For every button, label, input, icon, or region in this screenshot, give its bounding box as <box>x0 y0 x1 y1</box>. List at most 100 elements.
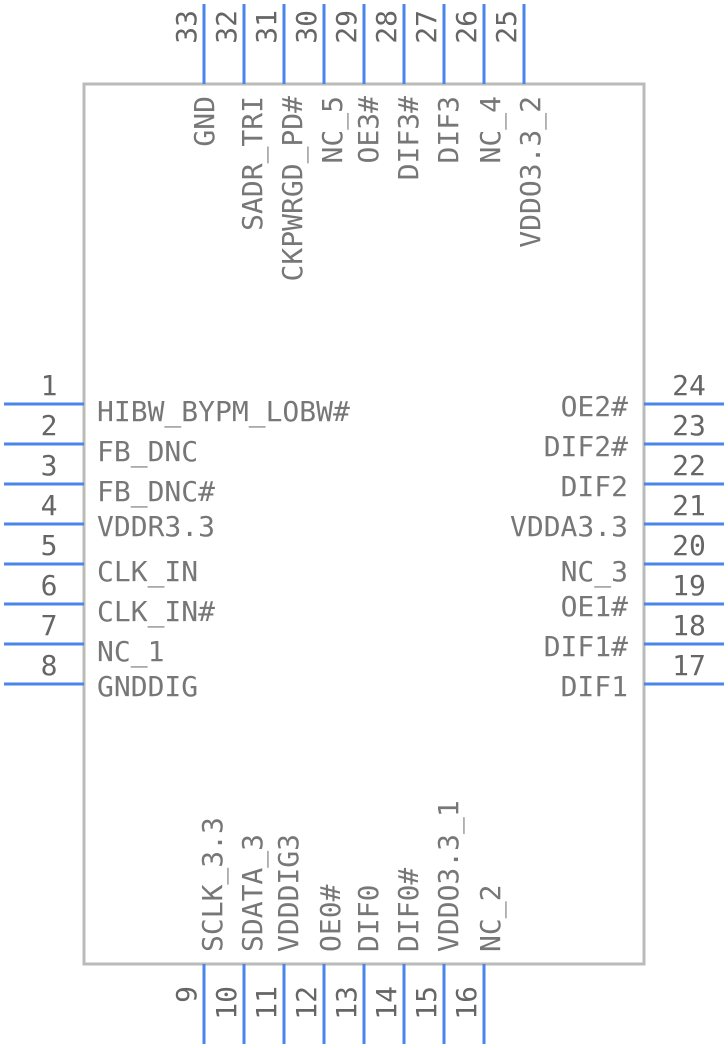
pin-6-number: 6 <box>41 569 58 602</box>
pin-29-number: 29 <box>330 10 363 44</box>
pin-4-number: 4 <box>41 489 58 522</box>
pin-33: 33 GND <box>170 4 221 147</box>
pin-32: 32 SADR_TRI <box>210 4 270 231</box>
pin-6-name: CLK_IN# <box>97 595 215 629</box>
pin-23-name: DIF2# <box>544 430 628 463</box>
pin-21-number: 21 <box>672 489 706 522</box>
pin-27-number: 27 <box>410 10 443 44</box>
pin-18: 18 DIF1# <box>544 609 724 663</box>
pin-30-name: NC_5 <box>316 96 350 163</box>
pin-5: 5 CLK_IN <box>4 529 198 589</box>
pin-8: 8 GNDDIG <box>4 649 198 703</box>
pin-28-name: DIF3# <box>392 96 425 180</box>
pin-28-number: 28 <box>370 10 403 44</box>
pin-32-number: 32 <box>210 10 243 44</box>
pin-21-name: VDDA3.3 <box>510 510 628 543</box>
pin-9: 9 SCLK_3.3 <box>170 817 230 1044</box>
pin-2-name: FB_DNC <box>97 435 198 469</box>
pin-7-number: 7 <box>41 609 58 642</box>
pin-26-number: 26 <box>450 10 483 44</box>
pin-5-number: 5 <box>41 529 58 562</box>
pin-31-number: 31 <box>250 10 283 44</box>
bottom-pins: 9 SCLK_3.3 10 SDATA_3 11 VDDDIG3 12 OE0#… <box>170 800 508 1044</box>
pin-11-name: VDDDIG3 <box>272 834 305 952</box>
pin-1: 1 HIBW_BYPM_LOBW# <box>4 369 350 429</box>
pin-1-name: HIBW_BYPM_LOBW# <box>97 395 350 429</box>
pin-29: 29 OE3# <box>330 4 385 163</box>
pin-31: 31 CKPWRGD_PD# <box>250 4 310 281</box>
pin-30-number: 30 <box>290 10 323 44</box>
pin-27: 27 DIF3 <box>410 4 465 163</box>
pin-6: 6 CLK_IN# <box>4 569 215 629</box>
pin-13-name: DIF0 <box>352 885 385 952</box>
pin-25-name: VDDO3.3_2 <box>514 96 548 248</box>
pin-14-name: DIF0# <box>392 868 425 952</box>
pin-28: 28 DIF3# <box>370 4 425 180</box>
pin-31-name: CKPWRGD_PD# <box>276 96 310 282</box>
top-pins: 33 GND 32 SADR_TRI 31 CKPWRGD_PD# 30 NC_… <box>170 4 548 281</box>
pin-22-number: 22 <box>672 449 706 482</box>
pin-7-name: NC_1 <box>97 635 164 669</box>
pin-2: 2 FB_DNC <box>4 409 198 469</box>
pin-22-name: DIF2 <box>561 470 628 503</box>
pin-11-number: 11 <box>250 986 283 1020</box>
pin-21: 21 VDDA3.3 <box>510 489 724 543</box>
pin-1-number: 1 <box>41 369 58 402</box>
pin-3-name: FB_DNC# <box>97 475 215 509</box>
pin-17-name: DIF1 <box>561 670 628 703</box>
pin-10-name: SDATA_3 <box>236 834 270 952</box>
pin-9-name: SCLK_3.3 <box>196 817 230 952</box>
pin-23-number: 23 <box>672 409 706 442</box>
pin-23: 23 DIF2# <box>544 409 724 463</box>
pin-19-name: OE1# <box>561 590 629 623</box>
pin-25: 25 VDDO3.3_2 <box>490 4 548 248</box>
pin-3-number: 3 <box>41 449 58 482</box>
pin-27-name: DIF3 <box>432 96 465 163</box>
pin-15: 15 VDDO3.3_1 <box>410 800 466 1044</box>
pin-12-number: 12 <box>290 986 323 1020</box>
pin-20-number: 20 <box>672 529 706 562</box>
pin-18-name: DIF1# <box>544 630 628 663</box>
right-pins: 24 OE2# 23 DIF2# 22 DIF2 21 VDDA3.3 20 N… <box>510 369 724 703</box>
pin-14-number: 14 <box>370 986 403 1020</box>
pin-13: 13 DIF0 <box>330 885 385 1044</box>
pin-13-number: 13 <box>330 986 363 1020</box>
pin-16: 16 NC_2 <box>450 885 508 1044</box>
pin-26: 26 NC_4 <box>450 4 508 163</box>
pin-7: 7 NC_1 <box>4 609 164 669</box>
pin-11: 11 VDDDIG3 <box>250 834 305 1044</box>
pin-3: 3 FB_DNC# <box>4 449 215 509</box>
chip-body <box>82 82 646 966</box>
pin-20-name: NC_3 <box>561 555 628 589</box>
pin-33-name: GND <box>188 96 221 147</box>
pin-29-name: OE3# <box>352 96 385 164</box>
pin-17: 17 DIF1 <box>561 649 724 703</box>
pin-16-number: 16 <box>450 986 483 1020</box>
pin-14: 14 DIF0# <box>370 868 425 1044</box>
pin-10: 10 SDATA_3 <box>210 834 270 1044</box>
pin-32-name: SADR_TRI <box>236 96 270 231</box>
pin-9-number: 9 <box>170 986 203 1003</box>
pin-33-number: 33 <box>170 10 203 44</box>
pin-18-number: 18 <box>672 609 706 642</box>
pin-10-number: 10 <box>210 986 243 1020</box>
pin-20: 20 NC_3 <box>561 529 724 589</box>
pin-22: 22 DIF2 <box>561 449 724 503</box>
pin-17-number: 17 <box>672 649 706 682</box>
pin-2-number: 2 <box>41 409 58 442</box>
pin-15-name: VDDO3.3_1 <box>432 800 466 952</box>
pin-4-name: VDDR3.3 <box>97 510 215 543</box>
pin-15-number: 15 <box>410 986 443 1020</box>
pin-19: 19 OE1# <box>561 569 724 623</box>
pin-12-name: OE0# <box>314 884 347 952</box>
pin-8-name: GNDDIG <box>97 670 198 703</box>
pin-24-name: OE2# <box>561 390 629 423</box>
pin-8-number: 8 <box>41 649 58 682</box>
left-pins: 1 HIBW_BYPM_LOBW# 2 FB_DNC 3 FB_DNC# 4 V… <box>4 369 350 703</box>
pin-25-number: 25 <box>490 10 523 44</box>
pin-30: 30 NC_5 <box>290 4 350 163</box>
pin-26-name: NC_4 <box>474 96 508 163</box>
pin-5-name: CLK_IN <box>97 555 198 589</box>
pin-24-number: 24 <box>672 369 706 402</box>
